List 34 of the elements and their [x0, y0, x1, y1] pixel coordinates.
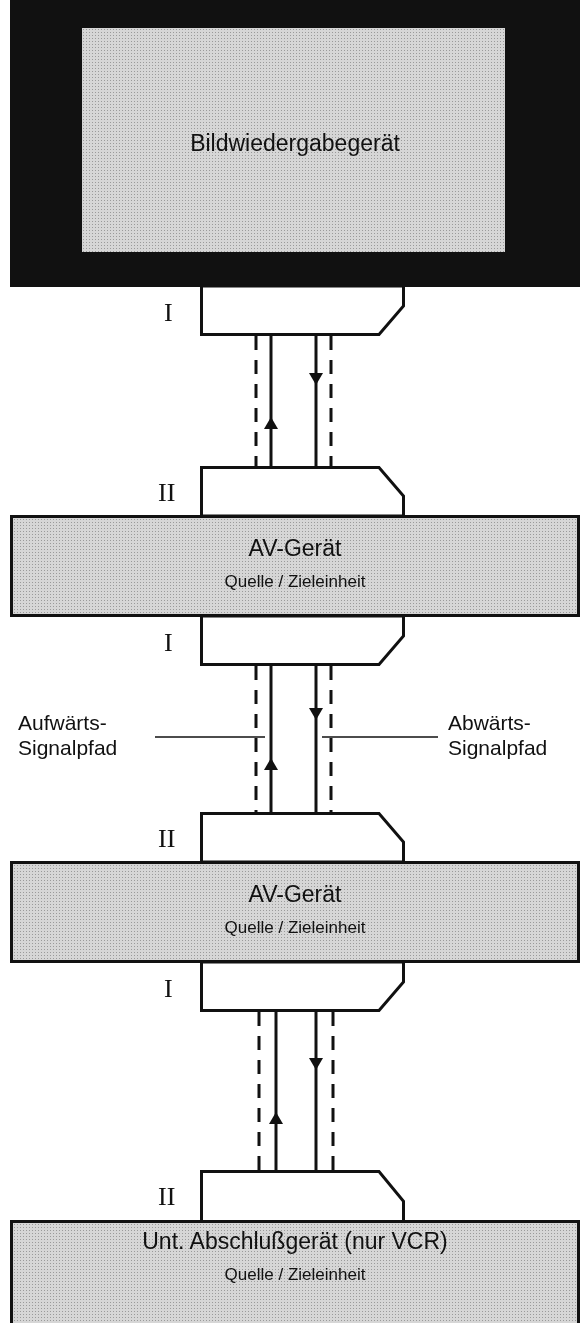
device-box — [10, 1220, 580, 1323]
leader-line — [321, 736, 439, 738]
signal-arrow — [264, 336, 278, 466]
dashed-line — [331, 1012, 335, 1170]
port-label: II — [158, 480, 176, 506]
device-label: AV-Gerät — [248, 882, 342, 908]
device-box — [10, 861, 580, 963]
device-subtitle: Quelle / Zieleinheit — [224, 919, 366, 938]
port-label: I — [164, 976, 173, 1002]
signal-arrow — [264, 666, 278, 812]
device-subtitle: Quelle / Zieleinheit — [224, 1266, 366, 1285]
dashed-line — [257, 1012, 261, 1170]
port-label: I — [164, 630, 173, 656]
device-box — [10, 515, 580, 617]
device-label: Unt. Abschlußgerät (nur VCR) — [142, 1229, 448, 1255]
display-device — [10, 0, 580, 287]
signal-path-label: Abwärts- Signalpfad — [448, 710, 584, 766]
device-subtitle: Quelle / Zieleinheit — [224, 573, 366, 592]
device-label: Bildwiedergabegerät — [190, 130, 400, 157]
signal-arrow — [309, 1012, 323, 1170]
signal-arrow — [309, 666, 323, 812]
port-label: II — [158, 1184, 176, 1210]
dashed-line — [329, 336, 333, 466]
signal-path-label: Aufwärts- Signalpfad — [18, 710, 153, 766]
signal-arrow — [309, 336, 323, 466]
device-label: AV-Gerät — [248, 536, 342, 562]
connector-plug — [200, 1170, 405, 1222]
signal-arrow — [269, 1012, 283, 1170]
dashed-line — [329, 666, 333, 812]
port-label: II — [158, 826, 176, 852]
port-label: I — [164, 300, 173, 326]
dashed-line — [254, 666, 258, 812]
dashed-line — [254, 336, 258, 466]
leader-line — [154, 736, 266, 738]
